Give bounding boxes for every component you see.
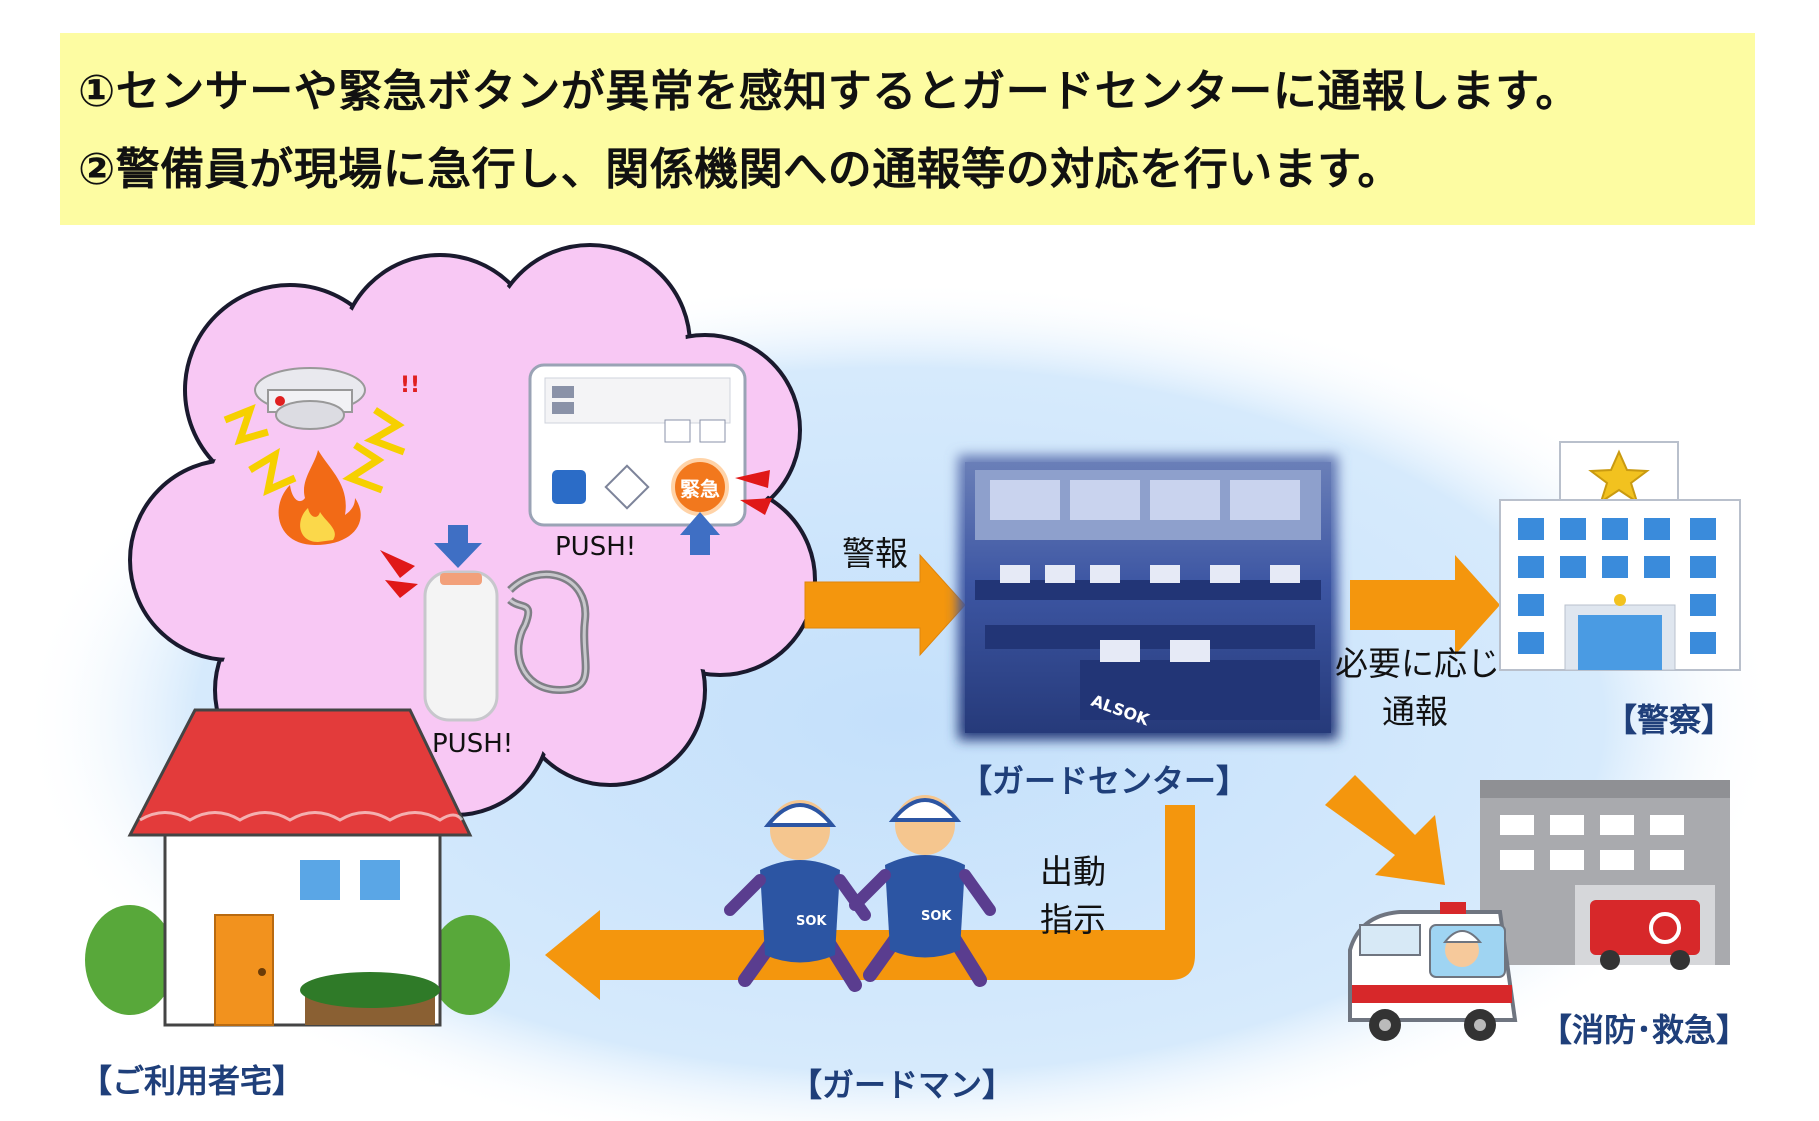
banner-line-2: ②警備員が現場に急行し、関係機関への通報等の対応を行います。: [78, 144, 1402, 195]
police-caption: 【警察】: [1605, 701, 1734, 739]
police-station-icon: [1499, 441, 1741, 671]
push-label-panel: PUSH!: [555, 532, 636, 562]
notify-label-2: 通報: [1382, 692, 1448, 731]
guardman-caption: 【ガードマン】: [790, 1066, 1015, 1104]
fire-station-icon: [1480, 780, 1730, 970]
guard-badge-text: SOK: [796, 914, 827, 929]
alarm-arrow: [804, 553, 966, 657]
house-icon: [85, 708, 510, 1027]
running-guard-icon: SOK SOK: [724, 795, 996, 992]
instruction-banner: ①センサーや緊急ボタンが異常を感知するとガードセンターに通報します。 ②警備員が…: [60, 33, 1755, 225]
fire-ems-caption: 【消防･救急】: [1540, 1011, 1749, 1049]
dispatch-arrow: [545, 805, 1195, 1000]
dispatch-label-1: 出動: [1040, 852, 1106, 891]
smoke-detector-icon: !!: [223, 367, 420, 496]
guard-center-caption: 【ガードセンター】: [960, 762, 1249, 800]
notify-police-arrow: [1350, 555, 1500, 655]
alarm-label: 警報: [842, 534, 908, 573]
guard-badge-text: SOK: [921, 909, 952, 924]
notify-fire-arrow: [1325, 775, 1445, 885]
control-room-photo: ALSOK: [958, 455, 1338, 740]
emergency-panel-icon: 緊急: [528, 363, 772, 555]
user-home-caption: 【ご利用者宅】: [80, 1062, 305, 1100]
notify-label-1: 必要に応じ: [1335, 644, 1500, 683]
push-label-pendant: PUSH!: [432, 729, 513, 759]
dispatch-label-2: 指示: [1040, 900, 1106, 939]
fire-icon: [278, 450, 361, 545]
panel-emergency-label: 緊急: [680, 477, 720, 501]
exclaim-text: !!: [400, 373, 420, 398]
pendant-alarm-icon: [380, 525, 590, 722]
ambulance-icon: [1348, 902, 1518, 1041]
banner-line-1: ①センサーや緊急ボタンが異常を感知するとガードセンターに通報します。: [78, 66, 1580, 117]
